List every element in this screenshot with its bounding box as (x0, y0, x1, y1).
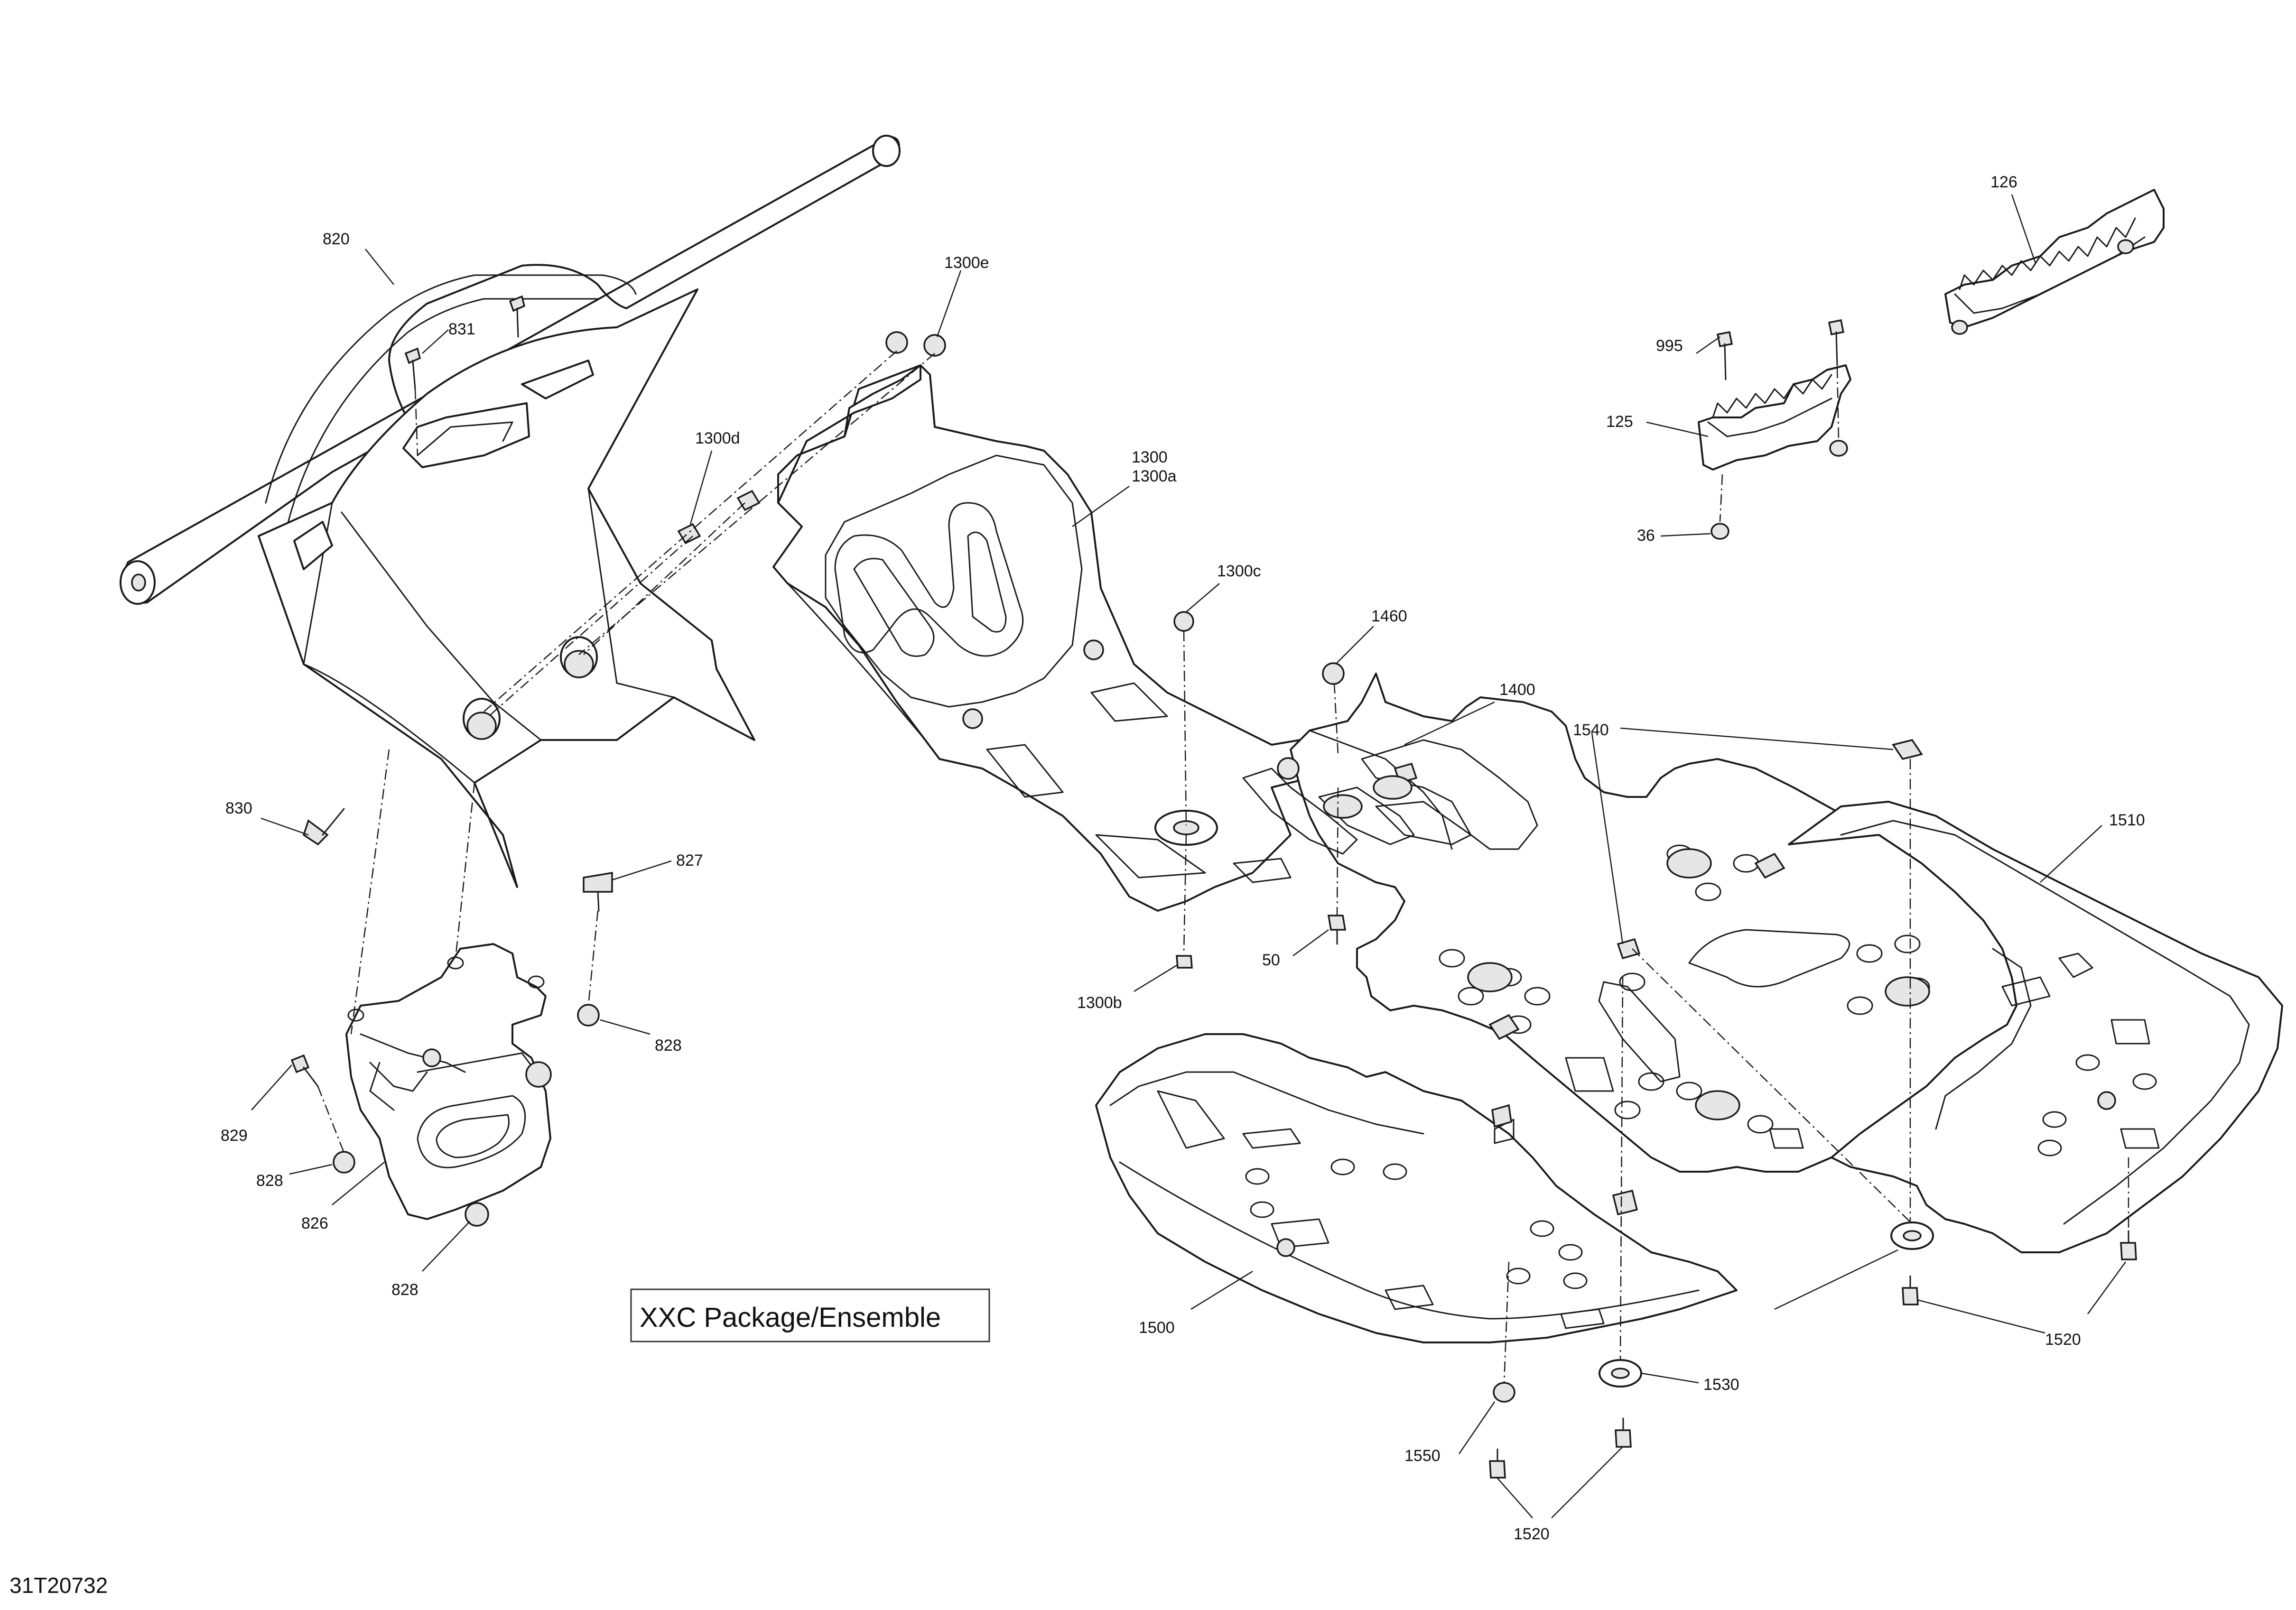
footrest-126 (1944, 189, 2165, 335)
label-1460: 1460 (1371, 607, 1407, 625)
diagram-reference-number: 31T20732 (9, 1573, 108, 1598)
front-skid-plate-1300 (772, 364, 1320, 912)
label-1530: 1530 (1703, 1376, 1739, 1394)
label-36: 36 (1637, 527, 1655, 545)
callout-labels: 820 831 1300e 1300d 1300 1300a 1300c 146… (221, 173, 2145, 1543)
label-1520-b: 1520 (1514, 1525, 1550, 1543)
label-1300d: 1300d (695, 429, 740, 447)
label-125: 125 (1606, 413, 1633, 431)
label-828-a: 828 (655, 1036, 682, 1055)
package-note-box (630, 1288, 990, 1342)
package-note: XXC Package/Ensemble (630, 1288, 990, 1342)
label-1300: 1300 (1132, 448, 1168, 466)
label-826: 826 (301, 1214, 328, 1232)
label-828-c: 828 (391, 1281, 418, 1299)
bumper-bracket-826 (345, 943, 552, 1220)
label-1300a: 1300a (1132, 467, 1177, 485)
left-skid-plate-1500 (1095, 1033, 1738, 1343)
leader-lines (251, 194, 2127, 1518)
label-830: 830 (225, 799, 252, 817)
label-1510: 1510 (2109, 811, 2145, 829)
assembly-lines (317, 351, 2129, 1383)
footrest-125 (1698, 319, 1851, 540)
label-1540: 1540 (1573, 721, 1609, 739)
front-bumper-820 (120, 135, 901, 888)
label-1400: 1400 (1499, 681, 1535, 699)
label-1300b: 1300b (1077, 994, 1122, 1012)
label-1300e: 1300e (944, 254, 989, 272)
label-828-b: 828 (256, 1172, 283, 1190)
label-831: 831 (448, 320, 475, 338)
label-1300c: 1300c (1217, 562, 1261, 580)
center-skid-plate-1400 (1242, 673, 2017, 1173)
label-829: 829 (221, 1127, 248, 1145)
label-1550: 1550 (1404, 1447, 1441, 1465)
label-827: 827 (676, 851, 703, 870)
package-note-text: XXC Package/Ensemble (640, 1302, 941, 1333)
label-126: 126 (1990, 173, 2017, 191)
label-820: 820 (323, 230, 350, 248)
label-1500: 1500 (1139, 1319, 1175, 1337)
right-skid-plate-1510 (1788, 801, 2283, 1253)
label-1520-a: 1520 (2045, 1331, 2081, 1349)
label-995: 995 (1656, 337, 1683, 355)
label-50: 50 (1262, 951, 1280, 969)
